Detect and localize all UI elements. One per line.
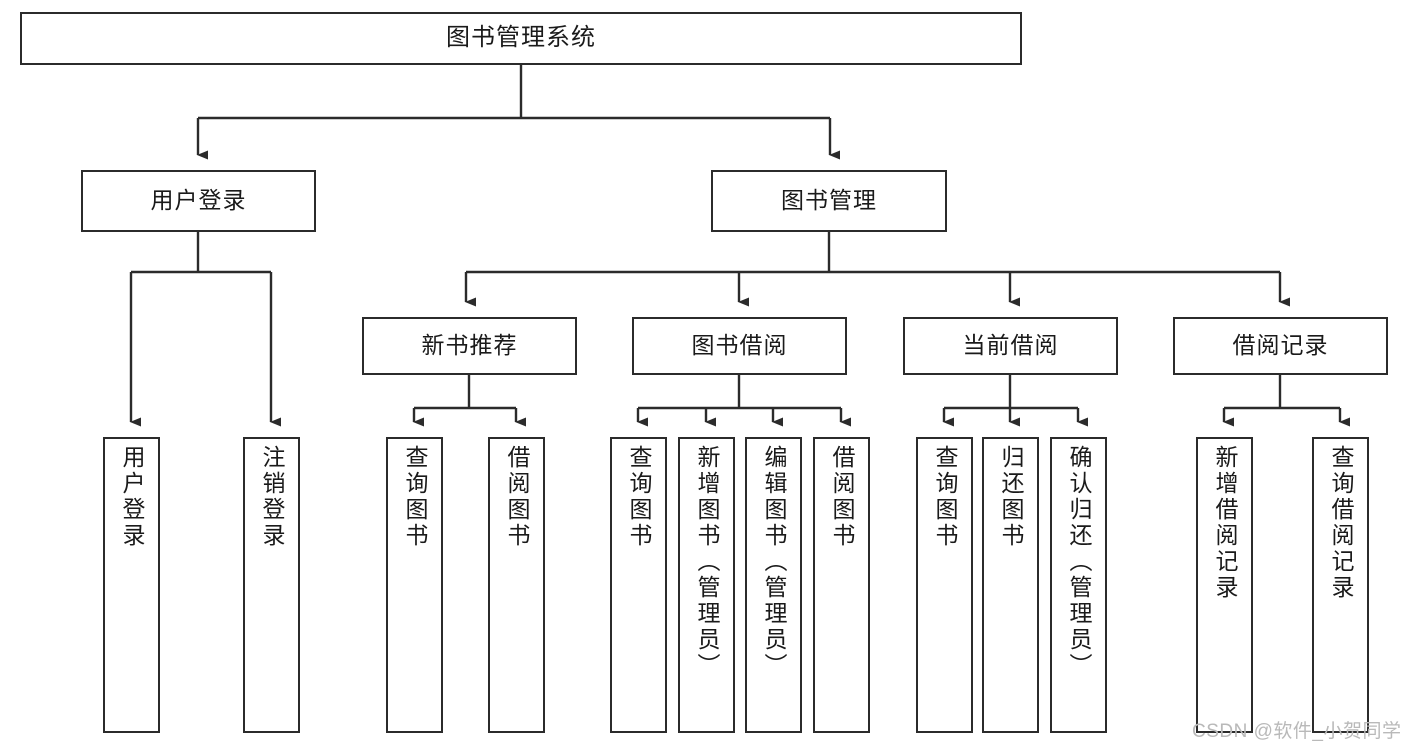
node-label: 查询图书	[932, 445, 958, 549]
leaf-current-query-book[interactable]: 查询图书	[916, 437, 973, 733]
leaf-borrow-borrow-book[interactable]: 借阅图书	[813, 437, 870, 733]
node-label: 用户登录	[150, 187, 247, 214]
node-label: 图书管理	[781, 187, 877, 214]
leaf-borrow-query-book[interactable]: 查询图书	[610, 437, 667, 733]
node-book-borrow[interactable]: 图书借阅	[632, 317, 847, 375]
node-label: 新书推荐	[421, 332, 518, 359]
node-label: 图书借阅	[691, 332, 788, 359]
leaf-record-add-record[interactable]: 新增借阅记录	[1196, 437, 1253, 733]
node-borrow-record[interactable]: 借阅记录	[1173, 317, 1388, 375]
node-book-management[interactable]: 图书管理	[711, 170, 947, 232]
leaf-record-query-record[interactable]: 查询借阅记录	[1312, 437, 1369, 733]
node-label: 借阅记录	[1232, 332, 1329, 359]
node-label: 查询图书	[402, 445, 428, 549]
node-user-login[interactable]: 用户登录	[81, 170, 316, 232]
node-new-book-recommend[interactable]: 新书推荐	[362, 317, 577, 375]
node-label: 归还图书	[998, 445, 1024, 549]
node-label: 借阅图书	[829, 445, 855, 549]
leaf-user-login-logout[interactable]: 注销登录	[243, 437, 300, 733]
leaf-current-return-book[interactable]: 归还图书	[982, 437, 1039, 733]
node-label: 借阅图书	[504, 445, 530, 549]
leaf-borrow-add-book-admin[interactable]: 新增图书（管理员）	[678, 437, 735, 733]
csdn-watermark: CSDN @软件_小贺同学	[1192, 721, 1402, 742]
node-label: 查询借阅记录	[1328, 445, 1354, 601]
node-label: 查询图书	[626, 445, 652, 549]
node-label: 当前借阅	[962, 332, 1059, 359]
leaf-user-login-login[interactable]: 用户登录	[103, 437, 160, 733]
node-label: 确认归还（管理员）	[1066, 445, 1092, 679]
leaf-current-confirm-return-admin[interactable]: 确认归还（管理员）	[1050, 437, 1107, 733]
node-label: 编辑图书（管理员）	[761, 445, 787, 679]
node-label: 新增借阅记录	[1212, 445, 1238, 601]
node-label: 图书管理系统	[446, 24, 596, 52]
leaf-recommend-query-book[interactable]: 查询图书	[386, 437, 443, 733]
node-label: 用户登录	[119, 445, 145, 549]
leaf-borrow-edit-book-admin[interactable]: 编辑图书（管理员）	[745, 437, 802, 733]
node-root-system[interactable]: 图书管理系统	[20, 12, 1022, 65]
node-label: 注销登录	[259, 445, 285, 549]
node-current-borrow[interactable]: 当前借阅	[903, 317, 1118, 375]
node-label: 新增图书（管理员）	[694, 445, 720, 679]
leaf-recommend-borrow-book[interactable]: 借阅图书	[488, 437, 545, 733]
